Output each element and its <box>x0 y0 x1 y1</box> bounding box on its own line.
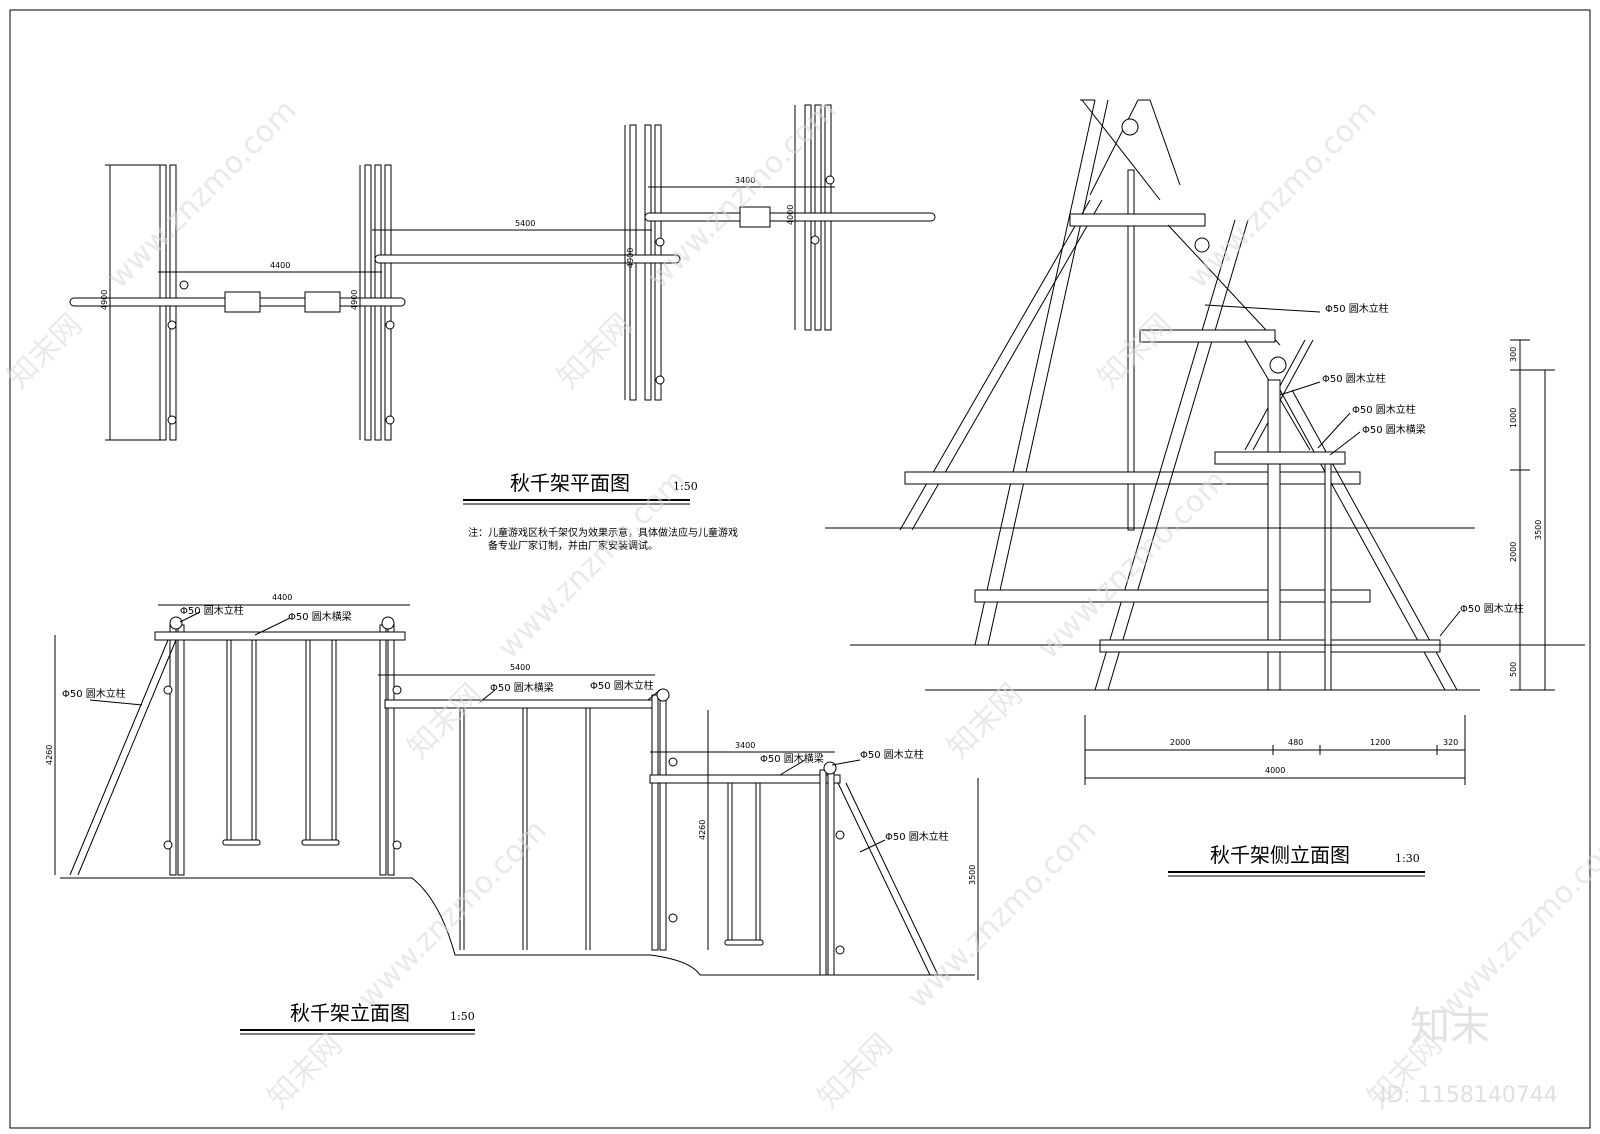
watermark-cn-5: 知末网 <box>941 677 1029 765</box>
side-horizontal-dimlines <box>1084 715 1466 785</box>
side-dim-v500: 500 <box>1509 662 1518 677</box>
side-leaders <box>1204 304 1461 637</box>
elev-label-post-e: Φ50 圆木立柱 <box>885 830 949 843</box>
front-elevation: 4400 5400 3400 4260 4260 3500 Φ50 圆木立柱 Φ… <box>45 593 979 1035</box>
side-dim-h2000: 2000 <box>1170 738 1190 747</box>
elev-beam-a <box>154 631 406 641</box>
elev-title: 秋千架立面图 <box>290 1001 410 1025</box>
elev-dim-3400: 3400 <box>735 741 755 750</box>
plan-dimlines <box>105 105 835 441</box>
plan-title: 秋千架平面图 <box>510 471 630 495</box>
side-dim-h320: 320 <box>1443 738 1458 747</box>
plan-dim-4900-a: 4900 <box>100 290 109 310</box>
side-label-post-1: Φ50 圆木立柱 <box>1325 302 1389 315</box>
watermark-cn-6: 知末网 <box>261 1027 349 1115</box>
elev-dim-5400: 5400 <box>510 663 530 672</box>
elev-dim-4400: 4400 <box>272 593 292 602</box>
plan-bolts <box>167 175 835 425</box>
elev-ground <box>60 877 975 976</box>
elev-dim-4260-a: 4260 <box>45 745 54 765</box>
elev-beam-c <box>649 774 841 784</box>
watermark-site-8: www.znzmo.com <box>1431 823 1600 1026</box>
side-frame-small <box>1099 339 1458 691</box>
plan-seat-2 <box>304 291 341 313</box>
plan-dim-5400: 5400 <box>515 219 535 228</box>
side-dim-v2000: 2000 <box>1509 542 1518 562</box>
plan-dim-4900-b: 4900 <box>350 290 359 310</box>
watermark-cn-1: 知末网 <box>1 307 89 395</box>
side-title: 秋千架侧立面图 <box>1210 843 1350 867</box>
plan-dim-4400: 4400 <box>270 261 290 270</box>
elev-leaders <box>89 611 886 853</box>
plan-seat-1 <box>224 291 261 313</box>
watermark-site-3: www.znzmo.com <box>1181 93 1384 296</box>
watermark-cn-7: 知末网 <box>811 1027 899 1115</box>
plan-note-line1: 注：儿童游戏区秋千架仅为效果示意，具体做法应与儿童游戏 <box>468 526 738 539</box>
elev-brace-c <box>837 782 931 976</box>
watermark-logo: 知末 <box>1410 1004 1490 1050</box>
elev-dimlines <box>54 604 979 980</box>
watermark-cn-4: 知末网 <box>401 677 489 765</box>
side-dim-h480: 480 <box>1288 738 1303 747</box>
plan-view: 4400 5400 3400 4900 4900 4900 4000 秋千架平面… <box>69 104 936 552</box>
side-label-beam-1: Φ50 圆木横梁 <box>1362 423 1426 436</box>
elev-label-post-c: Φ50 圆木立柱 <box>590 679 654 692</box>
plan-seat-3 <box>739 206 771 228</box>
side-dim-v300: 300 <box>1509 347 1518 362</box>
plan-dim-4000: 4000 <box>786 205 795 225</box>
side-dim-h1200: 1200 <box>1370 738 1390 747</box>
side-frame-large <box>899 99 1361 646</box>
side-label-post-2: Φ50 圆木立柱 <box>1322 372 1386 385</box>
plan-scale: 1:50 <box>673 480 698 493</box>
elev-label-beam-a: Φ50 圆木横梁 <box>288 610 352 623</box>
elev-label-beam-b: Φ50 圆木横梁 <box>490 681 554 694</box>
watermark-id: ID: 1158140744 <box>1380 1083 1558 1108</box>
elev-scale: 1:50 <box>450 1010 475 1023</box>
watermarks: 知末网 www.znzmo.com 知末网 www.znzmo.com 知末网 … <box>1 93 1600 1116</box>
elev-label-post-d: Φ50 圆木立柱 <box>860 748 924 761</box>
side-dim-h4000: 4000 <box>1265 766 1285 775</box>
elev-label-post-b: Φ50 圆木立柱 <box>62 687 126 700</box>
elev-swings-a <box>222 640 340 846</box>
plan-note-line2: 备专业厂家订制，并由厂家安装调试。 <box>488 539 658 552</box>
side-dim-v1000: 1000 <box>1509 408 1518 428</box>
sheet-border <box>9 9 1591 1129</box>
elev-beam-b <box>384 699 656 709</box>
elev-brace-a <box>69 639 169 876</box>
plan-dim-3400: 3400 <box>735 176 755 185</box>
plan-beam-2 <box>374 254 681 264</box>
elev-label-post-a: Φ50 圆木立柱 <box>180 604 244 617</box>
plan-beam-3 <box>644 212 936 222</box>
watermark-cn-2: 知末网 <box>551 307 639 395</box>
elev-dim-3500: 3500 <box>968 865 977 885</box>
elev-label-beam-c: Φ50 圆木横梁 <box>760 752 824 765</box>
plan-dim-4900-c: 4900 <box>626 248 635 268</box>
side-elevation: Φ50 圆木立柱 Φ50 圆木立柱 Φ50 圆木立柱 Φ50 圆木横梁 Φ50 … <box>825 99 1585 877</box>
side-scale: 1:30 <box>1395 852 1420 865</box>
watermark-site-2: www.znzmo.com <box>641 93 844 296</box>
side-vertical-dimlines <box>1510 339 1555 691</box>
side-label-post-4: Φ50 圆木立柱 <box>1460 602 1524 615</box>
side-dim-v3500: 3500 <box>1534 520 1543 540</box>
watermark-site-7: www.znzmo.com <box>901 813 1104 1016</box>
side-label-post-3: Φ50 圆木立柱 <box>1352 403 1416 416</box>
watermark-cn-3: 知末网 <box>1091 307 1179 395</box>
elev-dim-4260-b: 4260 <box>698 820 707 840</box>
